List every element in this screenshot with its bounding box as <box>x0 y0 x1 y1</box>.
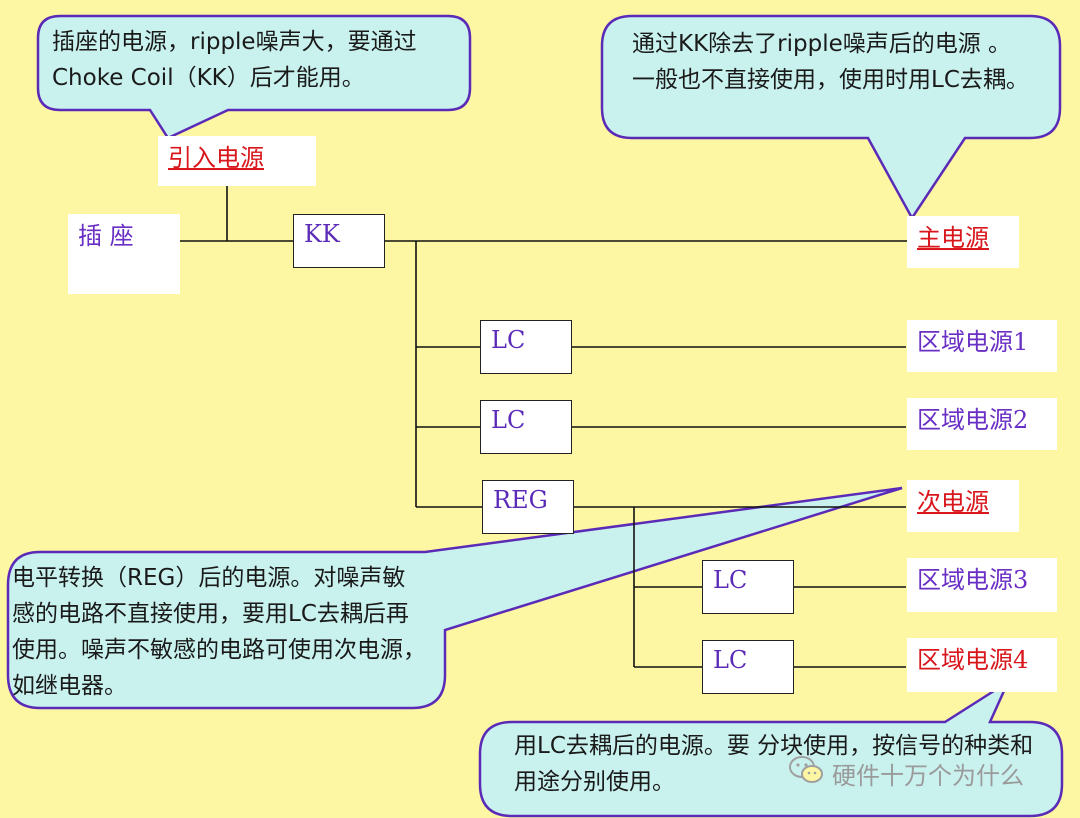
callout-bubble-top-left <box>36 14 472 140</box>
secondary-power-label: 次电源 <box>907 480 1019 532</box>
zone4-power-label: 区域电源4 <box>907 638 1057 692</box>
lc-filter-box-3: LC <box>702 560 794 614</box>
callout-bubble-middle-left <box>6 486 903 710</box>
reg-regulator-box: REG <box>482 480 574 534</box>
callout-bubble-top-right <box>600 14 1062 221</box>
wechat-icon <box>788 755 824 791</box>
socket-label: 插 座 <box>68 214 180 294</box>
watermark-text: 硬件十万个为什么 <box>832 761 1024 790</box>
watermark: 硬件十万个为什么 <box>788 755 1024 791</box>
lc-filter-box-4: LC <box>702 640 794 694</box>
callout-bottom-right-text: 用LC去耦后的电源。要 分块使用，按信号的种类和用途分别使用。 <box>514 733 1034 795</box>
input-power-label: 引入电源 <box>158 136 316 186</box>
zone2-power-label: 区域电源2 <box>907 398 1057 450</box>
lc-filter-box-1: LC <box>480 320 572 374</box>
zone1-power-label: 区域电源1 <box>907 320 1057 372</box>
callout-top-left-text: 插座的电源，ripple噪声大，要通过Choke Coil（KK）后才能用。 <box>52 29 417 91</box>
main-power-label: 主电源 <box>907 216 1019 268</box>
callout-middle-left-text: 电平转换（REG）后的电源。对噪声敏感的电路不直接使用，要用LC去耦后再使用。噪… <box>12 565 426 699</box>
wiring <box>158 186 910 668</box>
zone3-power-label: 区域电源3 <box>907 558 1057 612</box>
callout-bubble-bottom-right <box>478 678 1064 818</box>
callout-top-right-text: 通过KK除去了ripple噪声后的电源 。一般也不直接使用，使用时用LC去耦。 <box>632 31 1029 93</box>
kk-choke-box: KK <box>293 214 385 268</box>
lc-filter-box-2: LC <box>480 400 572 454</box>
